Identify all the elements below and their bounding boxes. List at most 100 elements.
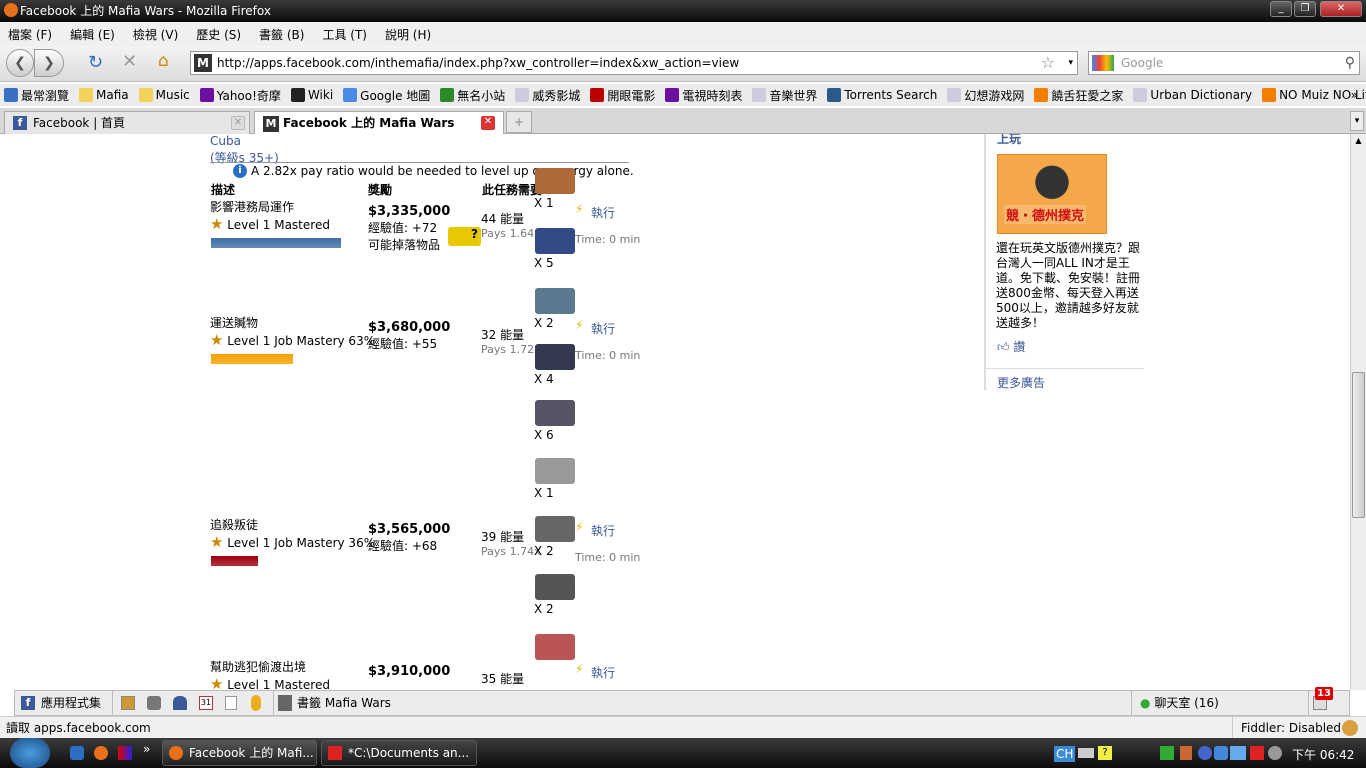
vertical-scrollbar[interactable]: ▲ [1350,134,1366,690]
photos-icon[interactable] [121,696,135,710]
bookmark-item[interactable]: NO Muiz NO Life [1262,88,1366,102]
shield-icon[interactable] [1214,746,1228,760]
bookmark-item[interactable]: 最常瀏覽 [4,87,69,104]
mastery-progress-bar [211,354,293,364]
greasemonkey-icon[interactable] [1342,720,1358,736]
bookmark-star-icon[interactable]: ☆ [1040,53,1055,72]
menu-bookmarks[interactable]: 書籤 (B) [259,27,305,42]
new-tab-button[interactable]: + [506,111,532,133]
pay-ratio-info: A 2.82x pay ratio would be needed to lev… [251,164,634,178]
menu-view[interactable]: 檢視 (V) [132,27,179,42]
scrollbar-thumb[interactable] [1352,372,1365,518]
url-dropdown-icon[interactable]: ▾ [1068,58,1073,68]
bookmark-item[interactable]: Music [138,88,190,102]
task-document[interactable]: *C:\Documents an... [321,740,477,766]
tray-icon[interactable] [1198,746,1212,760]
menu-help[interactable]: 說明 (H) [384,27,432,42]
close-tab-icon[interactable]: ✕ [231,116,245,130]
google-engine-icon[interactable] [1092,55,1114,71]
bookmark-item[interactable]: 無名小站 [440,87,505,104]
bookmark-item[interactable]: Wiki [290,88,333,102]
start-button[interactable] [10,738,50,768]
volume-icon[interactable] [1180,746,1192,760]
job-energy: 44 能量 [481,212,525,226]
bookmark-icon [827,88,842,102]
clock[interactable]: 下午 06:42 [1292,748,1355,762]
do-job-button[interactable]: 執行 [591,322,616,336]
do-job-button[interactable]: 執行 [591,206,616,220]
facebook-chat-bar: f 應用程式集 31 書籤 Mafia Wars ● 聊天室 (16) 13 [14,687,1350,716]
forward-button[interactable]: ❯ [34,49,64,77]
utorrent-icon[interactable] [1160,746,1174,760]
bookmark-item[interactable]: Torrents Search [827,88,937,102]
item-quantity: X 2 [534,602,554,616]
required-item-icon [535,516,575,542]
menu-file[interactable]: 檔案 (F) [8,27,53,42]
bookmark-item[interactable]: 威秀影城 [515,87,580,104]
bookmark-item[interactable]: Mafia [79,88,129,102]
like-button[interactable]: 👍︎ 讚 [997,338,1025,355]
bookmark-item[interactable]: Google 地圖 [343,87,430,104]
do-job-button[interactable]: 執行 [591,666,616,680]
reload-icon[interactable]: ↻ [88,52,104,73]
calendar-icon[interactable]: 31 [199,696,213,710]
bookmark-item[interactable]: 電視時刻表 [665,87,742,104]
app-quicklaunch-icon[interactable] [118,746,132,760]
stop-icon[interactable]: ✕ [122,51,138,72]
search-placeholder: Google [1121,56,1164,70]
job-time: Time: 0 min [575,551,641,564]
farmville-icon[interactable] [251,695,261,711]
ad-image[interactable]: 競・德州撲克 [997,154,1107,234]
firefox-icon [4,3,18,17]
job-energy: 35 能量 [481,672,525,686]
language-indicator[interactable]: CH [1054,746,1076,762]
home-icon[interactable]: ⌂ [158,51,169,71]
back-button[interactable]: ❮ [6,49,34,77]
search-input[interactable]: Google ⚲ [1088,51,1360,75]
bookmark-item[interactable]: 饒舌狂愛之家 [1034,87,1123,104]
firefox-quicklaunch-icon[interactable] [94,746,108,760]
close-window-button[interactable]: ✕ [1320,1,1362,17]
do-job-button[interactable]: 執行 [591,524,616,538]
ad-heading[interactable]: 上玩 [997,134,1022,146]
ie-icon[interactable] [70,746,84,760]
mystery-loot-icon[interactable]: ? [448,227,481,246]
maximize-button[interactable]: ❐ [1294,1,1316,17]
chat-button[interactable]: ● 聊天室 (16) [1131,691,1309,715]
applications-button[interactable]: 應用程式集 [41,696,102,710]
scroll-up-icon[interactable]: ▲ [1355,136,1362,145]
notes-icon[interactable] [225,696,237,710]
bookmark-item[interactable]: 音樂世界 [752,87,817,104]
video-icon[interactable] [147,696,161,710]
network-icon[interactable] [1230,746,1246,760]
notification-count: 13 [1315,687,1333,700]
antivirus-icon[interactable] [1250,746,1264,760]
more-ads-link[interactable]: 更多廣告 [997,376,1046,390]
friends-icon[interactable] [173,696,187,710]
mastery-label: Level 1 Mastered [227,218,330,232]
bookmark-item[interactable]: 開眼電影 [590,87,655,104]
menu-edit[interactable]: 編輯 (E) [70,27,115,42]
close-tab-icon[interactable]: ✕ [481,116,495,130]
bookmarks-overflow-button[interactable]: » [1350,88,1358,102]
bookmark-label: Urban Dictionary [1150,88,1253,102]
keyboard-icon[interactable] [1078,748,1094,758]
menu-history[interactable]: 歷史 (S) [196,27,242,42]
bookmark-item[interactable]: Urban Dictionary [1133,88,1252,102]
bookmark-mafia-wars[interactable]: 書籤 Mafia Wars [297,696,391,710]
city-link[interactable]: Cuba [210,134,241,148]
task-firefox[interactable]: Facebook 上的 Mafi... [162,740,317,766]
search-icon[interactable]: ⚲ [1344,55,1355,71]
tab-list-button[interactable]: ▾ [1350,111,1364,131]
help-icon[interactable]: ? [1098,746,1112,760]
menu-tools[interactable]: 工具 (T) [322,27,367,42]
minimize-button[interactable]: _ [1270,1,1292,17]
quicklaunch-more[interactable]: » [143,742,151,756]
bookmark-item[interactable]: Yahoo!奇摩 [199,87,281,104]
bookmark-item[interactable]: 幻想游戏网 [947,87,1024,104]
speaker-icon[interactable] [1268,746,1282,760]
fiddler-status[interactable]: Fiddler: Disabled [1232,717,1341,739]
